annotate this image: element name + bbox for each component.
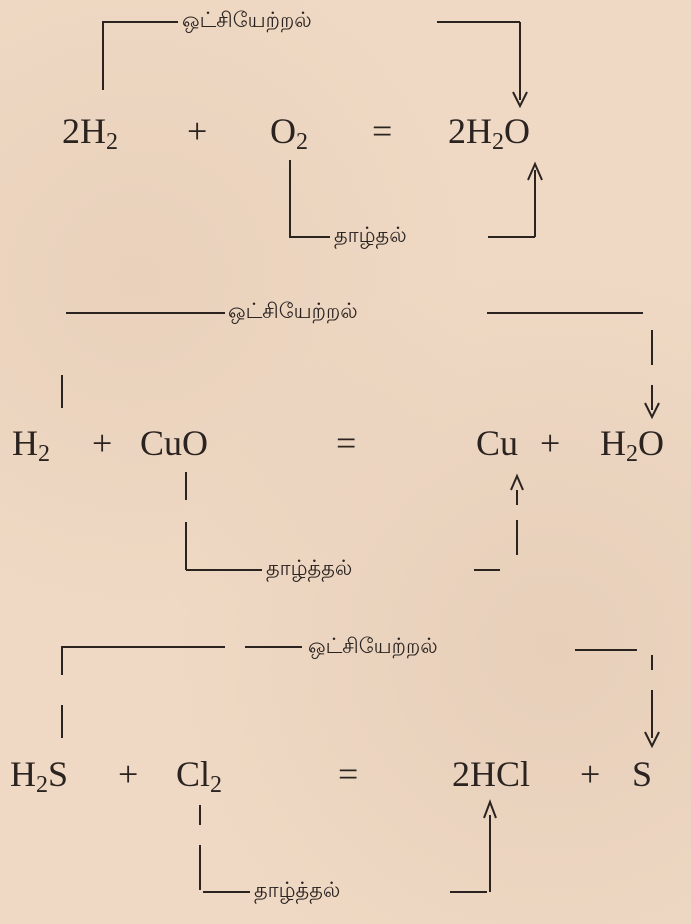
eq3-reduction-bracket [199,799,497,893]
eq2-product-1: Cu [476,423,519,463]
eq3-oxidation-label: ஒட்சியேற்றல் [308,634,438,658]
eq1-reduction-label: தாழ்தல் [334,223,407,247]
eq1-reactant-1: 2H2 [62,111,118,155]
eq1-equals: = [372,111,393,151]
eq3-reactant-1: H2S [10,754,69,798]
eq1-oxidation-bracket [102,21,528,109]
eq2-reactant-2: CuO [140,423,209,463]
eq2-oxidation-label: ஒட்சியேற்றல் [228,299,358,323]
eq2-reduction-label: தாழ்த்தல் [266,556,353,580]
eq2-oxidation-bracket [61,312,660,420]
eq1-product-1: 2H2O [448,111,530,155]
eq3-equals: = [338,754,359,794]
eq3-product-1: 2HCl [452,754,531,794]
eq3-reactant-2: Cl2 [176,754,223,798]
eq2-plus: + [92,423,113,463]
eq3-plus: + [118,754,139,794]
eq2-product-2: H2O [600,423,664,467]
eq1-reduction-bracket [289,160,543,238]
eq2-reduction-bracket [185,472,524,571]
eq2-reactant-1: H2 [12,423,50,467]
eq3-oxidation-bracket [61,646,660,749]
eq3-reduction-label: தாழ்த்தல் [254,878,341,902]
eq3-plus-2: + [580,754,601,794]
eq1-plus: + [187,111,208,151]
eq1-oxidation-label: ஒட்சியேற்றல் [182,8,312,32]
eq2-plus-2: + [540,423,561,463]
eq3-product-2: S [632,754,653,794]
eq1-reactant-2: O2 [270,111,308,155]
eq2-equals: = [336,423,357,463]
